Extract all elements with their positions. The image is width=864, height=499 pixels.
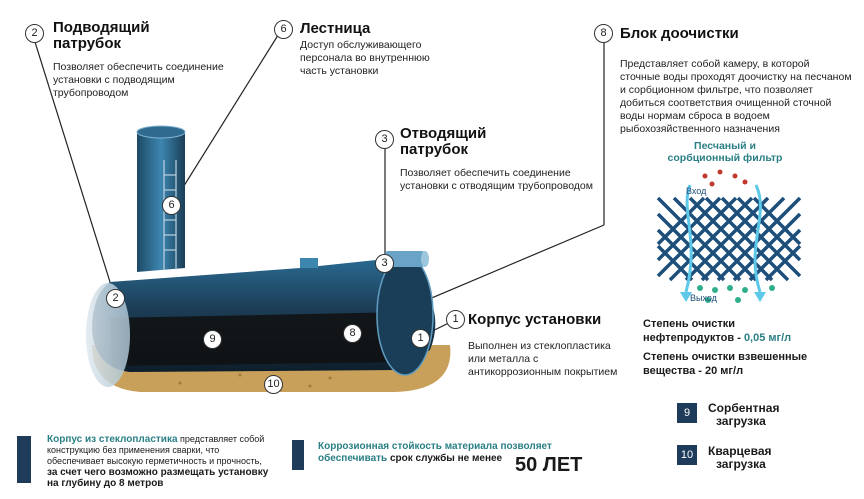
- label-6-title: Лестница: [300, 20, 371, 37]
- right-end-cap: [376, 254, 434, 376]
- suspended-stat-line1: Степень очистки взвешенные: [643, 351, 808, 363]
- outlet-pipe-end: [421, 251, 429, 267]
- footer-right-teal: Коррозионная стойкость материала позволя…: [318, 441, 552, 464]
- filter-outlet-label: Выход: [690, 293, 717, 303]
- outlet-pipe: [385, 251, 425, 267]
- label-8-number: 8: [594, 24, 613, 43]
- label-1-number: 1: [446, 310, 465, 329]
- label-3-description: Позволяет обеспечить соединение установк…: [400, 167, 593, 192]
- legend-quartz-line1: Кварцевая: [708, 444, 772, 458]
- oil-stat-line1: Степень очистки: [643, 318, 736, 330]
- label-3-title-line1: Отводящий: [400, 125, 487, 142]
- label-2-number: 2: [25, 24, 44, 43]
- legend-sorbent-marker: 9: [677, 403, 697, 423]
- sorbent-layer: [110, 312, 412, 366]
- legend-sorbent: Сорбентная загрузка: [708, 402, 779, 428]
- marker-body: 1: [411, 329, 430, 348]
- label-6-number: 6: [274, 20, 293, 39]
- footer-service-life: 50 ЛЕТ: [515, 454, 583, 476]
- oil-stat: Степень очистки нефтепродуктов - 0,05 мг…: [643, 317, 791, 345]
- footer-left-bold: за счет чего возможно размещать установк…: [47, 467, 269, 489]
- filter-title: Песчаный и сорбционный фильтр: [660, 140, 790, 164]
- marker-sorbent: 9: [203, 330, 222, 349]
- filter-title-line2: сорбционный фильтр: [667, 152, 783, 164]
- label-2-description: Позволяет обеспечить соединение установк…: [53, 61, 224, 99]
- suspended-stat-line2: вещества - 20 мг/л: [643, 365, 744, 377]
- marker-outlet: 3: [375, 254, 394, 273]
- label-1-title: Корпус установки: [468, 311, 602, 328]
- filter-title-line1: Песчаный и: [694, 140, 756, 152]
- label-3-title-line2: патрубок: [400, 141, 468, 158]
- marker-ladder: 6: [162, 196, 181, 215]
- access-tower: [137, 132, 185, 272]
- footer-right-rest: срок службы не менее: [387, 453, 503, 464]
- label-8-description: Представляет собой камеру, в которой сто…: [620, 58, 852, 135]
- footer-right-bar: [292, 440, 304, 470]
- oil-stat-line2: нефтепродуктов -: [643, 332, 744, 344]
- label-8-title: Блок доочистки: [620, 25, 739, 42]
- label-1-description: Выполнен из стеклопластика или металла с…: [468, 340, 618, 378]
- footer-left-bar: [17, 436, 31, 483]
- filter-inlet-label: Вход: [686, 186, 707, 196]
- footer-left-teal: Корпус из стеклопластика: [47, 434, 178, 445]
- oil-stat-value: 0,05 мг/л: [743, 332, 792, 344]
- marker-quartz: 10: [264, 375, 283, 394]
- suspended-stat: Степень очистки взвешенные вещества - 20…: [643, 350, 807, 378]
- marker-post-treatment: 8: [343, 324, 362, 343]
- marker-inlet: 2: [106, 289, 125, 308]
- legend-sorbent-line2: загрузка: [716, 414, 766, 428]
- label-2-title-line2: патрубок: [53, 35, 121, 52]
- legend-quartz: Кварцевая загрузка: [708, 445, 772, 471]
- top-hatch: [300, 258, 318, 268]
- footer-left-text: Корпус из стеклопластика представляет со…: [47, 434, 272, 489]
- legend-quartz-marker: 10: [677, 445, 697, 465]
- footer-right-text: Коррозионная стойкость материала позволя…: [318, 441, 578, 465]
- legend-sorbent-line1: Сорбентная: [708, 401, 780, 415]
- label-6-description: Доступ обслуживающего персонала во внутр…: [300, 39, 430, 77]
- legend-quartz-line2: загрузка: [716, 457, 766, 471]
- left-end-cap: [86, 283, 130, 387]
- tower-top: [136, 125, 186, 139]
- label-3-number: 3: [375, 130, 394, 149]
- footer-left-rest: представляет собой конструкцию без приме…: [47, 434, 265, 466]
- label-2-title-line1: Подводящий: [53, 19, 150, 36]
